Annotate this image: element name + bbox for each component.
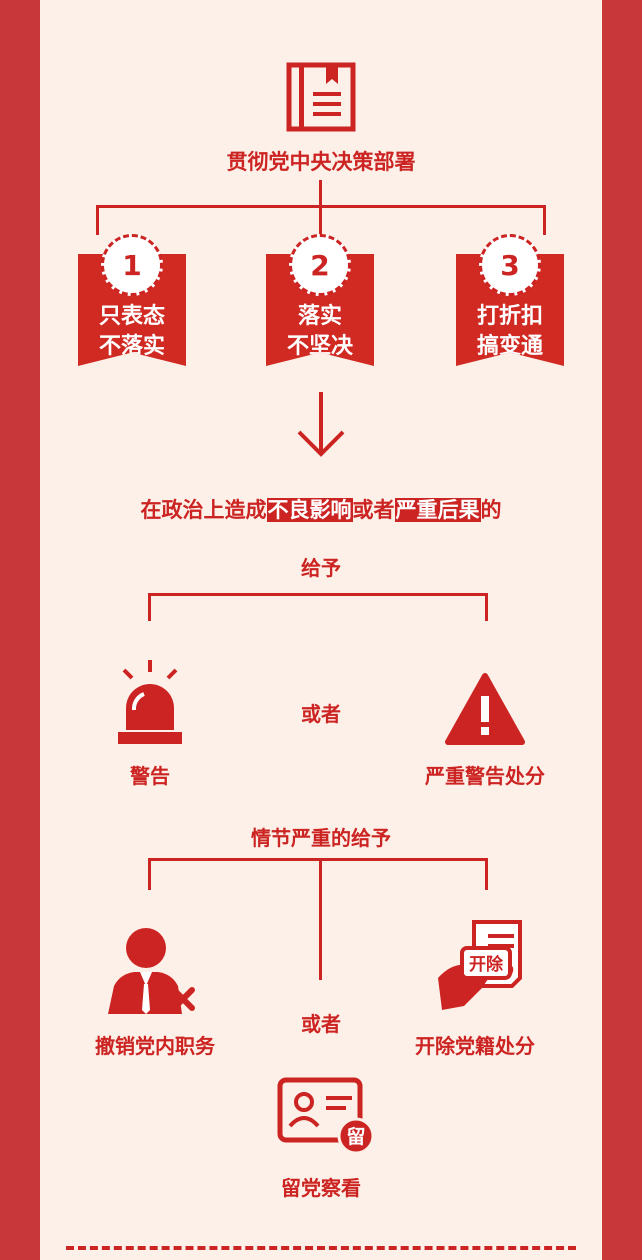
expel-stamp-text: 开除 <box>469 954 504 975</box>
expel-document-icon: 开除 <box>438 920 522 1010</box>
penalty-serious-warning: 严重警告处分 <box>425 764 545 788</box>
connector-line <box>148 593 151 621</box>
case-2-line2: 不坚决 <box>286 334 353 359</box>
penalty-probation: 留党察看 <box>281 1176 361 1200</box>
person-remove-icon <box>108 928 195 1014</box>
divider-dashed <box>66 1246 576 1250</box>
connector-line <box>485 858 488 890</box>
case-badge-1: 1 <box>101 234 163 296</box>
connector-line <box>96 205 99 235</box>
case-3-line2: 搞变通 <box>476 334 543 359</box>
case-2-line1: 落实 <box>297 304 342 329</box>
warning-triangle-icon <box>445 673 525 745</box>
give-label: 给予 <box>301 556 341 580</box>
connector-line <box>148 858 488 861</box>
siren-icon <box>118 660 182 744</box>
connector-line <box>319 180 322 235</box>
infographic-canvas: 贯彻党中央决策部署 只表态 不落实 1 落实 不坚决 2 打折扣 搞变通 3 在… <box>40 0 602 1260</box>
case-3-line1: 打折扣 <box>476 304 543 329</box>
condition-prefix: 在政治上造成 <box>140 498 267 522</box>
condition-sentence: 在政治上造成不良影响或者严重后果的 <box>40 494 602 524</box>
penalty-revoke: 撤销党内职务 <box>95 1034 215 1058</box>
connector-line <box>148 858 151 890</box>
connector-line <box>485 593 488 621</box>
condition-highlight-2: 严重后果 <box>394 498 481 522</box>
connector-line <box>543 205 546 235</box>
penalty-expel: 开除党籍处分 <box>415 1034 535 1058</box>
case-1-line1: 只表态 <box>98 304 165 329</box>
case-ribbon-2: 落实 不坚决 <box>266 254 374 366</box>
document-icon <box>286 62 356 132</box>
case-badge-2: 2 <box>289 234 351 296</box>
probation-stamp-text: 留 <box>346 1126 365 1148</box>
header-title: 贯彻党中央决策部署 <box>226 150 416 174</box>
or-label-1: 或者 <box>301 702 341 726</box>
penalty-warning: 警告 <box>130 764 170 788</box>
condition-highlight-1: 不良影响 <box>266 498 353 522</box>
case-ribbon-1: 只表态 不落实 <box>78 254 186 366</box>
case-badge-3: 3 <box>479 234 541 296</box>
connector-line <box>148 593 488 596</box>
serious-label: 情节严重的给予 <box>251 826 391 850</box>
condition-suffix: 的 <box>480 498 502 522</box>
connector-line <box>319 858 322 980</box>
arrow-down-icon <box>297 392 345 457</box>
id-card-icon: 留 <box>277 1077 375 1155</box>
condition-middle: 或者 <box>352 498 395 522</box>
case-1-line2: 不落实 <box>98 334 165 359</box>
or-label-2: 或者 <box>301 1012 341 1036</box>
